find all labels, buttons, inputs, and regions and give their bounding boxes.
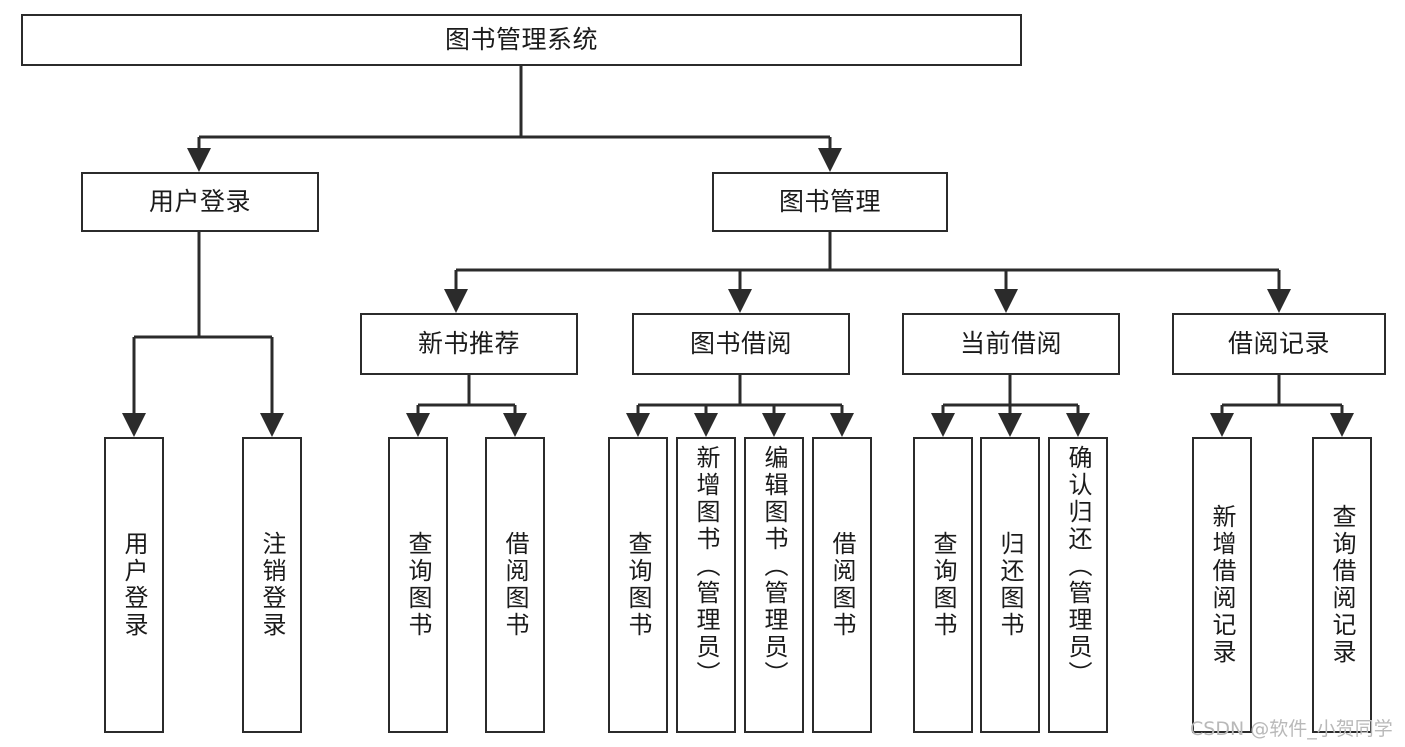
leaf-user-login[interactable]: 用户登录 — [104, 437, 164, 733]
leaf-return-book[interactable]: 归还图书 — [980, 437, 1040, 733]
node-label: 借阅图书 — [828, 531, 856, 639]
node-book-borrow[interactable]: 图书借阅 — [632, 313, 850, 375]
csdn-watermark: CSDN @软件_小贺同学 — [1190, 718, 1393, 740]
node-label: 查询借阅记录 — [1328, 504, 1356, 666]
node-label: 确认归还（管理员） — [1064, 445, 1092, 688]
leaf-query-book-recommend[interactable]: 查询图书 — [388, 437, 448, 733]
leaf-add-borrow-record[interactable]: 新增借阅记录 — [1192, 437, 1252, 733]
leaf-query-book-borrow[interactable]: 查询图书 — [608, 437, 668, 733]
node-label: 注销登录 — [258, 531, 286, 639]
leaf-query-borrow-record[interactable]: 查询借阅记录 — [1312, 437, 1372, 733]
node-label: 用户登录 — [120, 531, 148, 639]
node-label: 用户登录 — [148, 186, 251, 216]
node-label: 查询图书 — [929, 531, 957, 639]
node-current-borrow[interactable]: 当前借阅 — [902, 313, 1120, 375]
leaf-edit-book-admin[interactable]: 编辑图书（管理员） — [744, 437, 804, 733]
leaf-add-book-admin[interactable]: 新增图书（管理员） — [676, 437, 736, 733]
node-label: 新增图书（管理员） — [692, 445, 720, 688]
leaf-borrow-book[interactable]: 借阅图书 — [812, 437, 872, 733]
node-user-login[interactable]: 用户登录 — [81, 172, 319, 232]
node-label: 图书管理 — [778, 186, 881, 216]
node-label: 图书借阅 — [689, 328, 792, 358]
leaf-borrow-book-recommend[interactable]: 借阅图书 — [485, 437, 545, 733]
leaf-confirm-return-admin[interactable]: 确认归还（管理员） — [1048, 437, 1108, 733]
leaf-logout[interactable]: 注销登录 — [242, 437, 302, 733]
node-label: 借阅记录 — [1227, 328, 1330, 358]
node-root-system[interactable]: 图书管理系统 — [21, 14, 1022, 66]
node-book-management[interactable]: 图书管理 — [712, 172, 948, 232]
node-label: 归还图书 — [996, 531, 1024, 639]
node-label: 新增借阅记录 — [1208, 504, 1236, 666]
node-label: 图书管理系统 — [444, 24, 598, 54]
node-label: 新书推荐 — [417, 328, 520, 358]
node-label: 当前借阅 — [959, 328, 1062, 358]
node-label: 编辑图书（管理员） — [760, 445, 788, 688]
node-label: 借阅图书 — [501, 531, 529, 639]
leaf-query-book-current[interactable]: 查询图书 — [913, 437, 973, 733]
node-new-book-recommend[interactable]: 新书推荐 — [360, 313, 578, 375]
node-label: 查询图书 — [624, 531, 652, 639]
node-label: 查询图书 — [404, 531, 432, 639]
node-borrow-record[interactable]: 借阅记录 — [1172, 313, 1386, 375]
